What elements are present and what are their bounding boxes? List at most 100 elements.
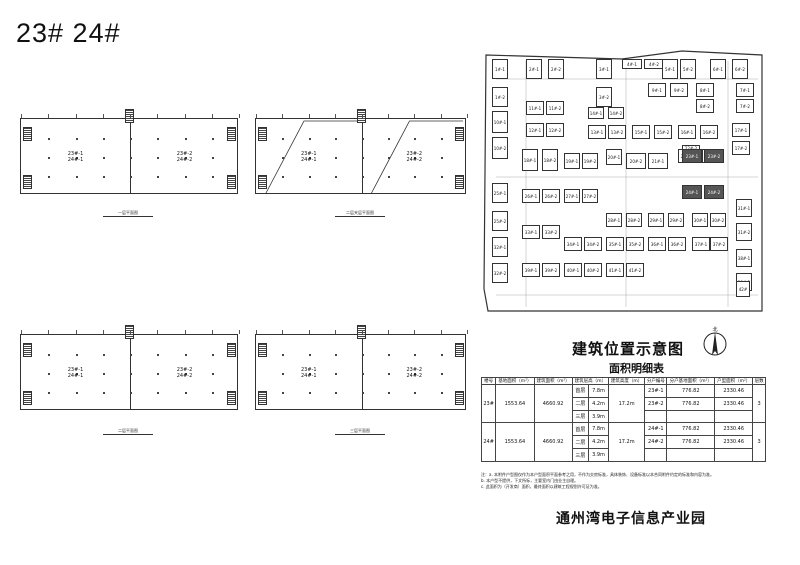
dimension-tick xyxy=(130,330,131,334)
building-block: 38#-1 xyxy=(736,249,752,267)
column-marker xyxy=(157,373,160,375)
column-marker xyxy=(414,157,417,159)
table-cell: 1553.64 xyxy=(495,383,535,424)
building-block: 34#-2 xyxy=(584,237,602,251)
column-marker xyxy=(414,138,417,140)
column-marker xyxy=(184,392,187,394)
column-marker xyxy=(211,354,214,356)
table-cell xyxy=(666,448,716,462)
table-cell xyxy=(666,409,716,424)
column-marker xyxy=(387,176,390,178)
building-block: 36#-1 xyxy=(648,237,666,251)
building-block: 10#-2 xyxy=(492,137,508,159)
building-block: 41#-2 xyxy=(626,263,644,277)
table-cell: 776.82 xyxy=(666,422,716,437)
building-block: 27#-2 xyxy=(582,189,598,203)
dimension-tick xyxy=(256,330,257,334)
building-block: 20#-2 xyxy=(626,153,646,169)
building-block: 13#-1 xyxy=(588,125,606,139)
table-cell: 二层 xyxy=(571,396,590,411)
stair-icon xyxy=(227,127,236,141)
column-marker xyxy=(157,138,160,140)
column-marker xyxy=(75,373,78,375)
project-title: 通州湾电子信息产业园 xyxy=(556,511,706,527)
building-block: 5#-1 xyxy=(662,59,678,79)
column-marker xyxy=(440,138,443,140)
building-block: 29#-1 xyxy=(648,213,664,227)
building-block: 41#-1 xyxy=(606,263,624,277)
column-marker xyxy=(440,354,443,356)
dimension-tick xyxy=(75,330,77,334)
building-block: 36#-2 xyxy=(668,237,686,251)
header-cell: 建筑层高（m） xyxy=(571,377,609,385)
building-block: 33#-2 xyxy=(542,225,560,239)
column-marker xyxy=(387,392,390,394)
header-cell: 户型面积（m²） xyxy=(714,377,754,385)
column-marker xyxy=(361,354,364,356)
table-cell: 3.9m xyxy=(588,448,609,462)
dimension-tick xyxy=(335,114,337,118)
dimension-tick xyxy=(282,114,284,118)
plan-caption: 一层平面图 xyxy=(88,210,168,217)
table-cell: 24#-1 xyxy=(644,422,668,437)
column-marker xyxy=(282,138,285,140)
stair-icon xyxy=(227,343,236,357)
column-marker xyxy=(282,354,285,356)
building-block: 15#-1 xyxy=(632,125,650,139)
dimension-tick xyxy=(239,114,240,118)
table-cell xyxy=(644,409,668,424)
dimension-tick xyxy=(21,330,22,334)
note-item: 注：a. 本附件户型图仅作为本户型面积平面参考之用，不作为交房标准，具体装饰、设… xyxy=(481,472,714,477)
building-block: 17#-2 xyxy=(732,141,750,155)
unit-id: 23#-1 xyxy=(67,367,84,373)
building-block: 12#-2 xyxy=(546,123,564,137)
unit-id: 24#-1 xyxy=(300,373,317,379)
unit-id: 24#-2 xyxy=(406,373,423,379)
party-wall xyxy=(130,335,131,409)
stair-icon xyxy=(23,391,32,405)
building-block: 16#-2 xyxy=(700,125,718,139)
dimension-tick xyxy=(48,330,50,334)
column-marker xyxy=(211,392,214,394)
building-block: 26#-1 xyxy=(522,189,540,203)
table-cell xyxy=(644,448,668,462)
building-block: 11#-2 xyxy=(546,101,564,115)
table-cell: 23# xyxy=(480,383,497,424)
building-block: 7#-1 xyxy=(736,83,754,97)
column-marker xyxy=(184,373,187,375)
column-marker xyxy=(440,176,443,178)
column-marker xyxy=(102,157,105,159)
plan-caption: 三层平面图 xyxy=(320,428,400,435)
stair-icon xyxy=(227,391,236,405)
stair-icon xyxy=(23,175,32,189)
unit-id: 23#-1 xyxy=(300,367,317,373)
table-cell: 776.82 xyxy=(666,435,716,450)
column-marker xyxy=(130,392,132,394)
plan-caption-text: 一层平面图 xyxy=(118,210,138,215)
column-marker xyxy=(282,373,285,375)
column-marker xyxy=(308,138,311,140)
stair-icon xyxy=(227,175,236,189)
note-item: c. 此面积为（开发商）面积，最终面积以建筑工程规划许可证为准。 xyxy=(481,484,602,489)
column-marker xyxy=(387,138,390,140)
building-block: 37#-2 xyxy=(710,237,728,251)
header-cell: 楼号 xyxy=(480,377,497,385)
header-cell: 建筑面积（m²） xyxy=(533,377,573,385)
stair-icon xyxy=(258,343,267,357)
dimension-tick xyxy=(282,330,284,334)
building-block: 20#-1 xyxy=(606,149,622,165)
building-block: 33#-1 xyxy=(522,225,540,239)
building-block: 39#-1 xyxy=(522,263,540,277)
building-block: 12#-1 xyxy=(526,123,544,137)
column-marker xyxy=(440,157,443,159)
table-cell: 776.82 xyxy=(666,384,716,398)
column-marker xyxy=(282,392,285,394)
column-marker xyxy=(440,392,443,394)
building-block: 2#-2 xyxy=(548,59,564,79)
dimension-tick xyxy=(130,114,131,118)
